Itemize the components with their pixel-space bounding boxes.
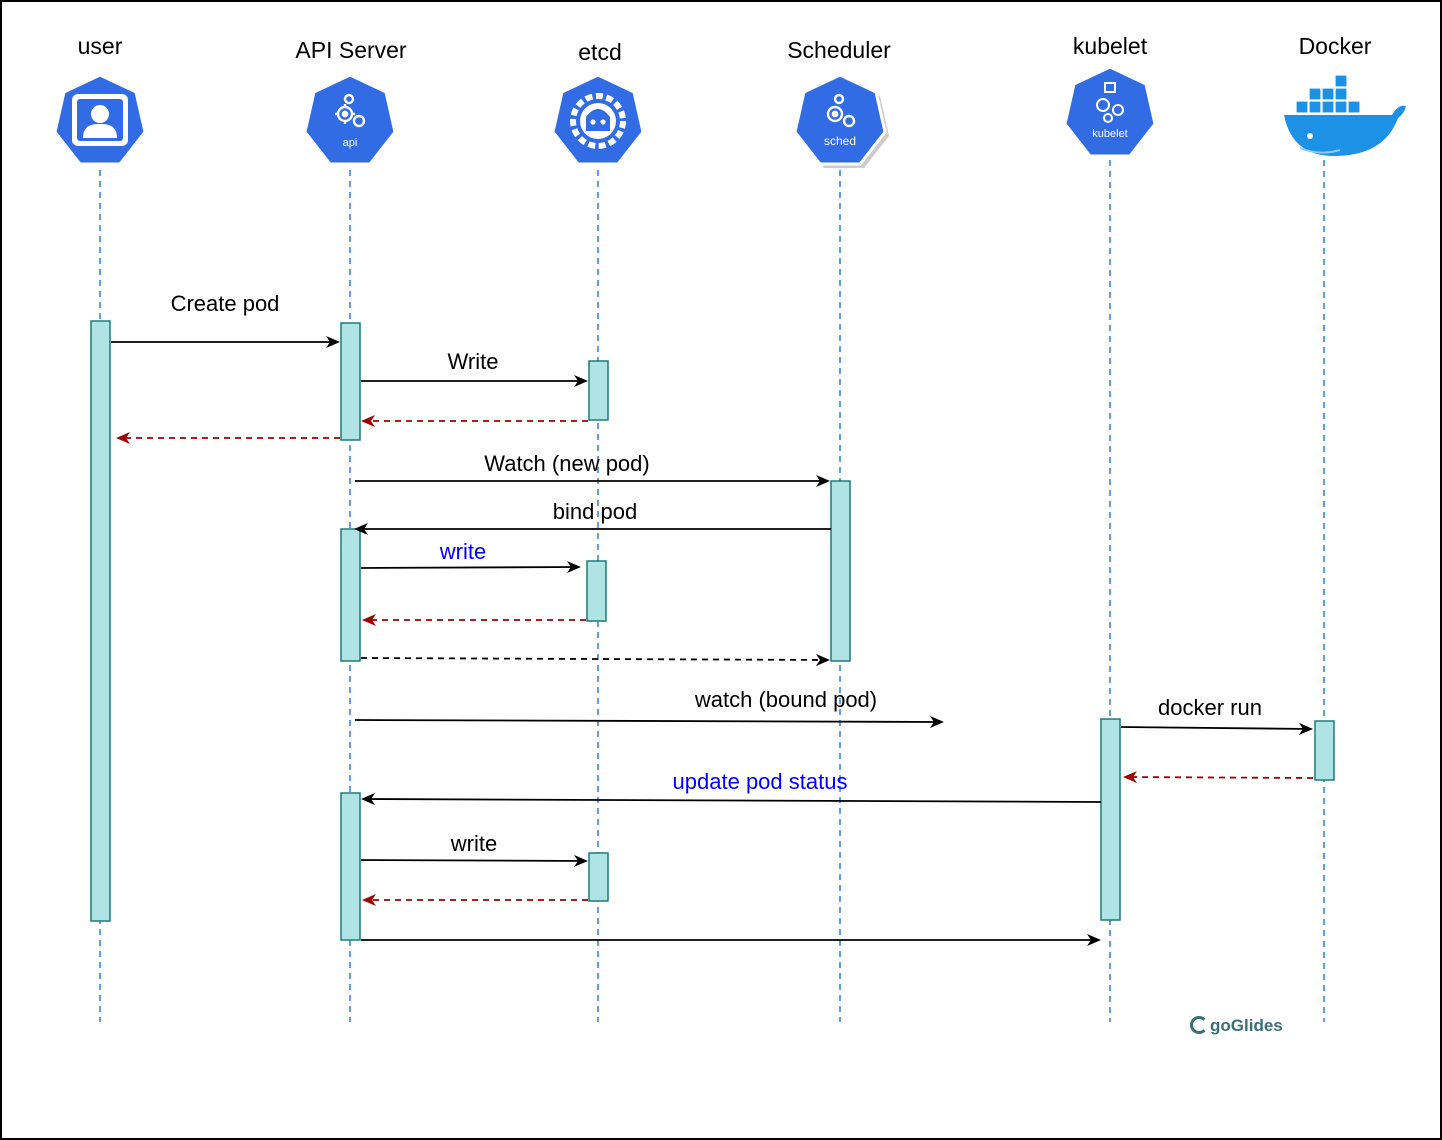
message-create-pod: Create pod [170,291,280,316]
message-write-3: write [450,831,498,856]
docker-whale-icon [1284,74,1406,156]
api-server-icon: api [303,73,397,166]
user-icon [53,73,147,166]
kubelet-badge-text: kubelet [1092,128,1127,140]
arrow-write-2 [360,561,581,574]
arrow-return-docker [1123,771,1314,784]
message-docker-run: docker run [1158,695,1262,720]
participant-etcd: etcd [578,39,622,65]
activation-etcd-2 [586,560,607,622]
activation-kubelet [1100,718,1121,921]
message-update-pod-status: update pod status [672,769,848,794]
message-write-2: write [439,539,487,564]
activation-etcd-1 [588,360,609,421]
participant-api-server: API Server [295,37,407,63]
activation-user [90,320,111,922]
arrow-update-pod-status [361,793,1102,806]
activation-api-3 [340,792,361,941]
activation-docker [1314,720,1335,781]
goglides-logo-text: goGlides [1210,1016,1283,1035]
message-watch-new-pod: Watch (new pod) [484,451,650,476]
arrow-write-3 [360,854,588,867]
message-arrows [111,336,1314,946]
activation-api-2 [340,528,361,662]
arrow-dashed-to-scheduler [360,653,830,666]
message-watch-bound-pod: watch (bound pod) [694,687,878,712]
arrow-watch-bound-pod [354,715,944,728]
goglides-logo-icon [1190,1016,1208,1034]
activation-etcd-3 [588,852,609,902]
sched-badge-text: sched [824,134,856,148]
lifelines [99,160,1325,1022]
participant-user: user [77,33,123,59]
arrow-docker-run [1120,722,1313,735]
activation-scheduler [830,480,851,662]
activation-bars [90,320,1335,941]
scheduler-icon: sched [793,73,889,168]
participant-kubelet: kubelet [1072,33,1148,59]
participant-docker: Docker [1298,33,1372,59]
activation-api-1 [340,322,361,441]
participant-scheduler: Scheduler [787,37,891,63]
message-write-1: Write [447,349,499,374]
goglides-logo: goGlides [1190,1016,1283,1036]
kubelet-icon: kubelet [1063,65,1157,158]
etcd-icon [551,73,645,166]
message-bind-pod: bind pod [552,499,638,524]
api-badge-text: api [343,137,358,149]
